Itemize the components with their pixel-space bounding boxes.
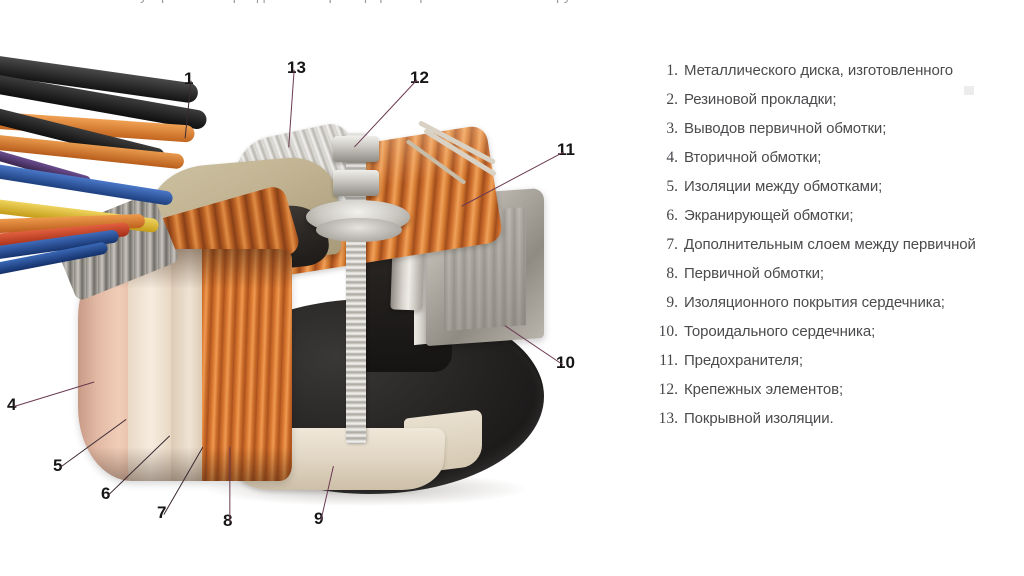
callout-number-6: 6 <box>101 484 111 503</box>
legend-item: 11. Предохранителя; <box>636 352 1024 381</box>
scan-artifact <box>964 86 974 95</box>
legend-item-text: Изоляции между обмотками; <box>684 178 883 195</box>
legend-item: 5. Изоляции между обмотками; <box>636 178 1024 207</box>
callout-number-8: 8 <box>223 511 233 530</box>
transformer-photo <box>0 14 620 534</box>
callout-number-10: 10 <box>556 353 575 372</box>
callout-number-11: 11 <box>557 140 575 159</box>
winding-layer-copper <box>202 249 292 481</box>
callout-number-9: 9 <box>314 509 324 528</box>
legend-item-text: Крепежных элементов; <box>684 381 844 398</box>
legend-item-text: Дополнительным слоем между первичной <box>684 236 976 253</box>
legend-item-text: Тороидального сердечника; <box>684 323 876 340</box>
legend-item-number: 6. <box>666 207 678 224</box>
cut-off-header-text: схема устройства тороидального трансформ… <box>96 0 587 3</box>
callout-number-13: 13 <box>287 58 306 77</box>
legend-item: 2. Резиновой прокладки; <box>636 91 1024 120</box>
legend-item: 6. Экранирующей обмотки; <box>636 207 1024 236</box>
legend-item-number: 11. <box>659 352 678 369</box>
legend-item: 4. Вторичной обмотки; <box>636 149 1024 178</box>
legend-item-number: 10. <box>658 323 678 340</box>
legend-item-number: 8. <box>666 265 678 282</box>
bolt-nut-lower <box>333 170 379 196</box>
legend-item-number: 12. <box>658 381 678 398</box>
legend-item-text: Изоляционного покрытия сердечника; <box>684 294 945 311</box>
bolt-washer-lower <box>316 218 402 242</box>
legend-item: 1. Металлического диска, изготовленного <box>636 62 1024 91</box>
legend-item-text: Резиновой прокладки; <box>684 91 837 108</box>
legend-item-number: 3. <box>666 120 678 137</box>
legend-item: 12. Крепежных элементов; <box>636 381 1024 410</box>
callout-number-5: 5 <box>53 456 63 475</box>
legend-item-number: 1. <box>666 62 678 79</box>
legend-item-text: Выводов первичной обмотки; <box>684 120 887 137</box>
legend-item: 7. Дополнительным слоем между первичной <box>636 236 1024 265</box>
legend-item-text: Предохранителя; <box>684 352 803 369</box>
legend-item: 10. Тороидального сердечника; <box>636 323 1024 352</box>
legend-item-number: 4. <box>666 149 678 166</box>
legend-item: 9. Изоляционного покрытия сердечника; <box>636 294 1024 323</box>
bolt-nut-top <box>333 136 379 162</box>
callout-number-7: 7 <box>157 503 167 522</box>
legend-item-number: 5. <box>666 178 678 195</box>
legend-item-number: 9. <box>666 294 678 311</box>
callout-number-1: 1 <box>184 69 194 88</box>
legend-list: 1. Металлического диска, изготовленного 2.… <box>636 62 1024 439</box>
callout-number-4: 4 <box>7 395 17 414</box>
legend-item-text: Покрывной изоляции. <box>684 410 834 427</box>
legend-item-number: 13. <box>658 410 678 427</box>
legend-item: 8. Первичной обмотки; <box>636 265 1024 294</box>
legend-item-text: Первичной обмотки; <box>684 265 824 282</box>
legend-item-text: Металлического диска, изготовленного <box>684 62 953 79</box>
legend-item-number: 2. <box>666 91 678 108</box>
legend-item: 13. Покрывной изоляции. <box>636 410 1024 439</box>
cut-off-header: схема устройства тороидального трансформ… <box>0 0 1024 14</box>
legend-item-text: Экранирующей обмотки; <box>684 207 854 224</box>
legend-item-text: Вторичной обмотки; <box>684 149 822 166</box>
legend-item-number: 7. <box>666 236 678 253</box>
winding-layer-cream-2 <box>171 249 205 481</box>
winding-layer-cream <box>128 249 174 481</box>
legend-item: 3. Выводов первичной обмотки; <box>636 120 1024 149</box>
